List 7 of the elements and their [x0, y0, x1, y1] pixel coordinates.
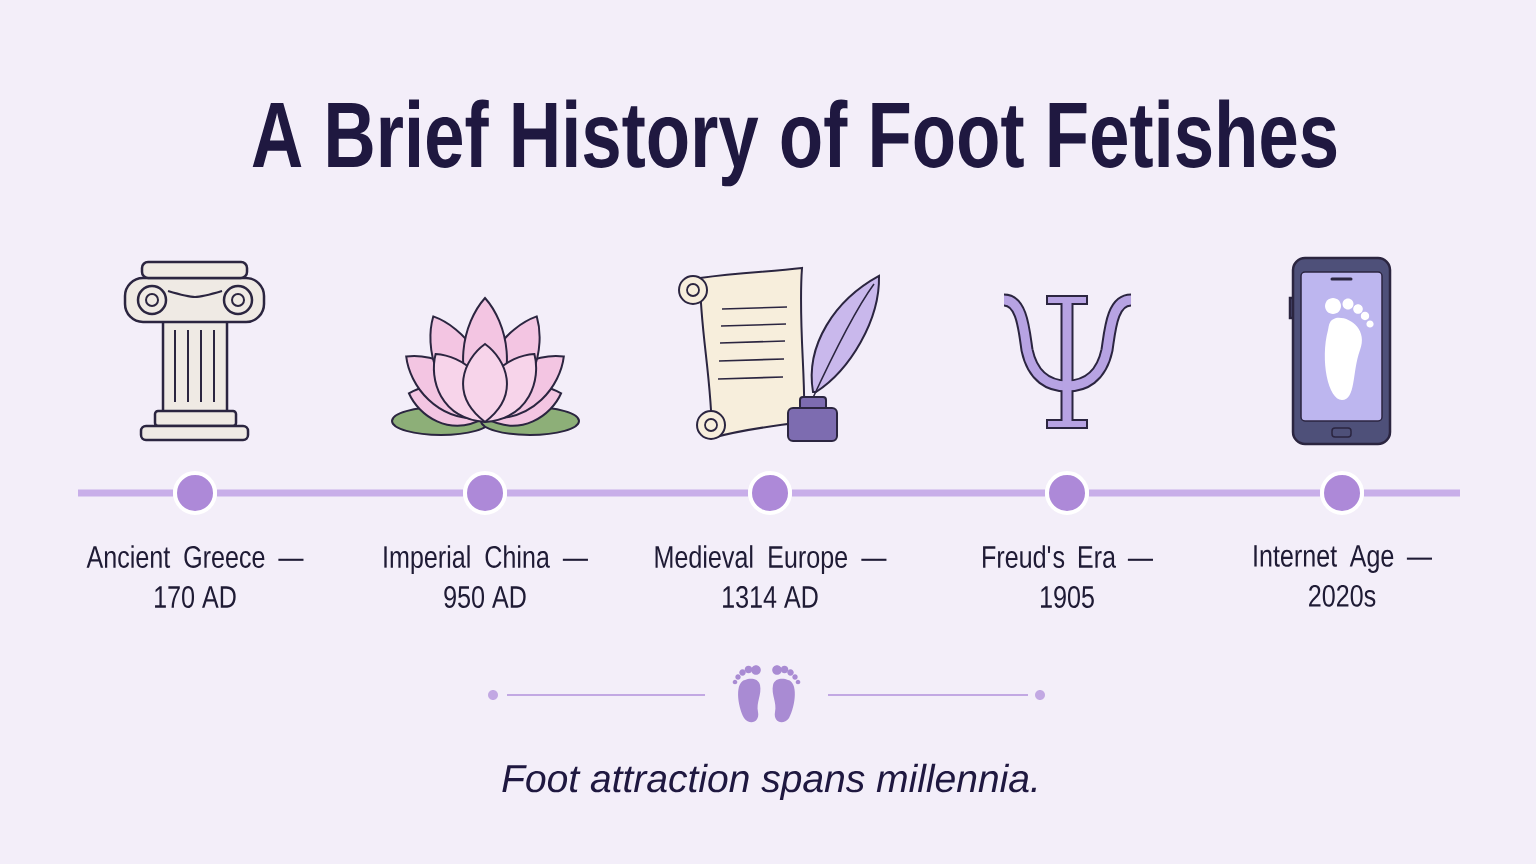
date-label: Freud's Era — 1905: [983, 545, 1153, 608]
date-label: Internet Age — 2020s: [1254, 545, 1432, 607]
date-label: Medieval Europe — 1314 AD: [655, 545, 887, 608]
caption: Foot attraction spans millennia.: [502, 763, 1036, 801]
date-label: Imperial China — 950 AD: [384, 545, 588, 608]
date-label: Ancient Greece — 170 AD: [86, 545, 304, 608]
title: A Brief History of Foot Fetishes: [252, 99, 1337, 187]
